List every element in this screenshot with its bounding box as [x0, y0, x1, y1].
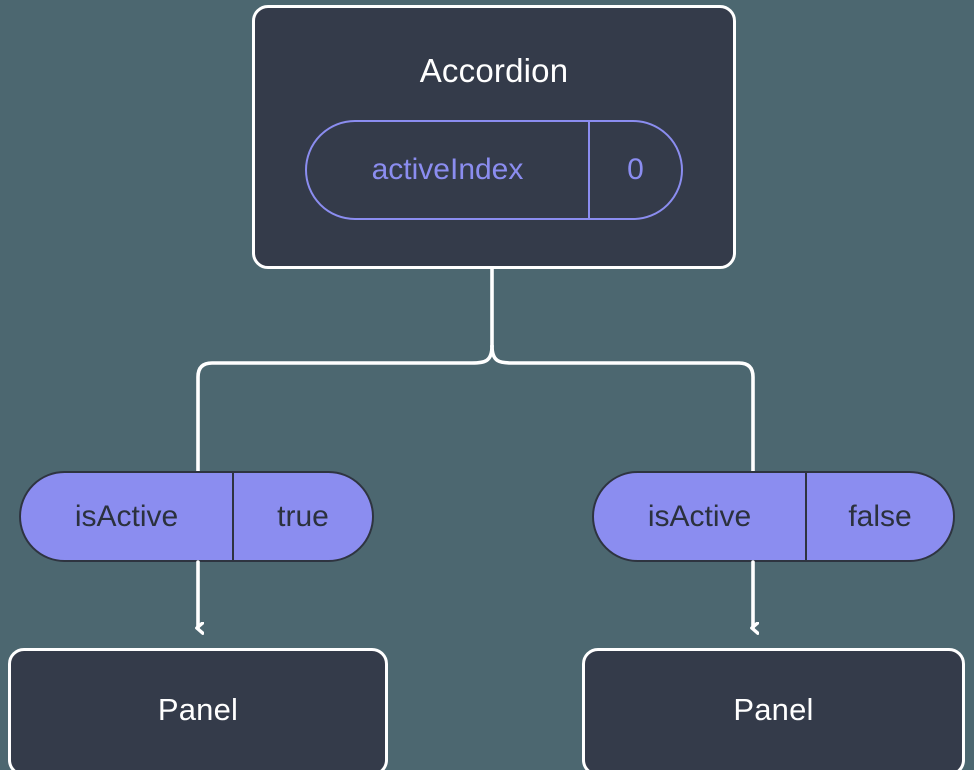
- panel-left-title: Panel: [157, 692, 239, 727]
- prop-badge-isactive-false[interactable]: isActive false: [592, 471, 955, 562]
- accordion-title: Accordion: [419, 52, 569, 89]
- panel-right-title: Panel: [733, 692, 814, 727]
- state-badge-key: activeIndex: [371, 153, 524, 186]
- state-badge-value: 0: [588, 122, 681, 218]
- prop-badge-isactive-true[interactable]: isActive true: [19, 471, 374, 562]
- prop-badge-key-left: isActive: [74, 499, 179, 533]
- prop-badge-key-right: isActive: [647, 499, 752, 533]
- node-panel-left[interactable]: Panel: [8, 648, 388, 770]
- prop-badge-value-right: false: [805, 473, 953, 560]
- connector-branch-right: [490, 344, 755, 473]
- connector-branch-left: [196, 344, 494, 473]
- node-panel-right[interactable]: Panel: [582, 648, 965, 770]
- prop-badge-value-left: true: [232, 473, 372, 560]
- state-badge-activeindex[interactable]: activeIndex 0: [305, 120, 683, 220]
